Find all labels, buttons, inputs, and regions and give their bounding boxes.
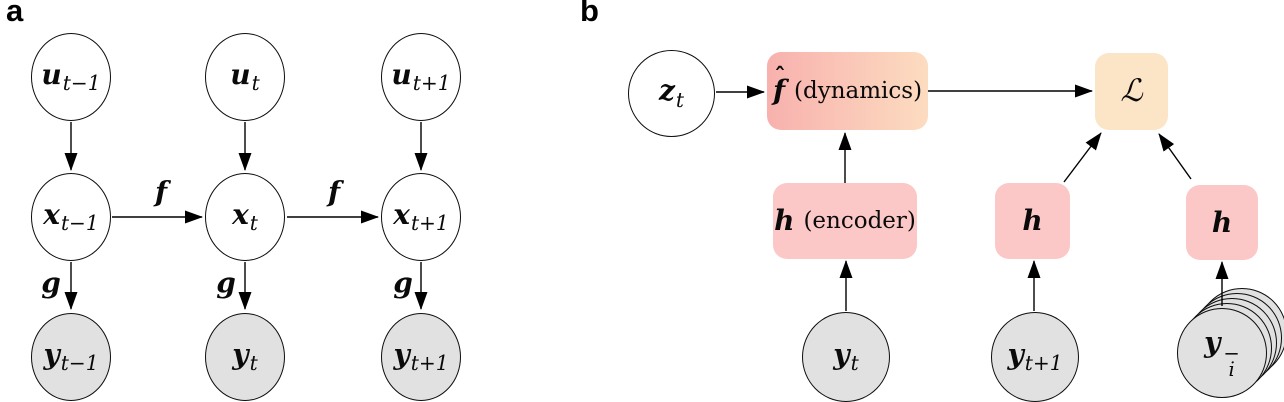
dynamics-box-annotation: (dynamics): [794, 78, 923, 104]
node-u-t-label: ut: [230, 57, 260, 96]
encoder-box-symbol: h: [774, 204, 795, 237]
edge-label-g-3: g: [393, 266, 413, 300]
node-y-negative: y−i: [1177, 308, 1267, 398]
node-x-prev-label: xt−1: [43, 197, 99, 236]
node-y-t1-b-label: yt+1: [1007, 337, 1063, 376]
loss-symbol: ℒ: [1120, 73, 1143, 109]
edge-label-f-1: f: [154, 175, 168, 209]
h-mid-box-symbol: h: [1022, 204, 1043, 237]
node-y-t1-b: yt+1: [991, 312, 1079, 402]
node-y-next: yt+1: [381, 313, 461, 401]
loss-box: ℒ: [1095, 53, 1168, 130]
node-u-next: ut+1: [381, 33, 461, 121]
node-y-t-b: yt: [802, 312, 890, 402]
node-u-next-label: ut+1: [391, 57, 451, 96]
edge-label-g-1: g: [41, 266, 61, 300]
node-y-prev-label: yt−1: [43, 337, 99, 376]
edge-h-mid-to-loss: [1063, 132, 1102, 183]
node-y-prev: yt−1: [31, 313, 111, 401]
edge-label-g-2: g: [216, 266, 236, 300]
panel-b-label: b: [580, 0, 599, 28]
node-x-t: xt: [205, 173, 285, 261]
node-z-t: zt: [628, 50, 715, 137]
node-y-t: yt: [205, 313, 285, 401]
node-u-prev: ut−1: [31, 33, 111, 121]
edge-h-right-to-loss: [1158, 133, 1192, 180]
panel-a-label: a: [6, 0, 24, 28]
node-z-t-label: zt: [658, 74, 684, 112]
encoder-box-annotation: (encoder): [803, 208, 916, 234]
node-y-t-b-label: yt: [833, 337, 859, 376]
node-y-t-label: yt: [232, 337, 258, 376]
node-x-next-label: xt+1: [393, 197, 449, 236]
node-u-t: ut: [205, 33, 285, 121]
node-y-negative-label: y−i: [1204, 325, 1240, 381]
h-right-box-symbol: h: [1211, 205, 1233, 239]
node-u-prev-label: ut−1: [41, 57, 101, 96]
node-x-next: xt+1: [381, 173, 461, 261]
edge-label-f-2: f: [327, 175, 341, 209]
node-y-next-label: yt+1: [393, 337, 449, 376]
h-right-box: h: [1186, 185, 1258, 260]
encoder-box: h (encoder): [773, 183, 917, 259]
node-x-t-label: xt: [232, 197, 258, 236]
hat-accent: ˆ: [774, 63, 786, 90]
node-x-prev: xt−1: [31, 173, 111, 261]
h-mid-box: h: [995, 183, 1070, 259]
